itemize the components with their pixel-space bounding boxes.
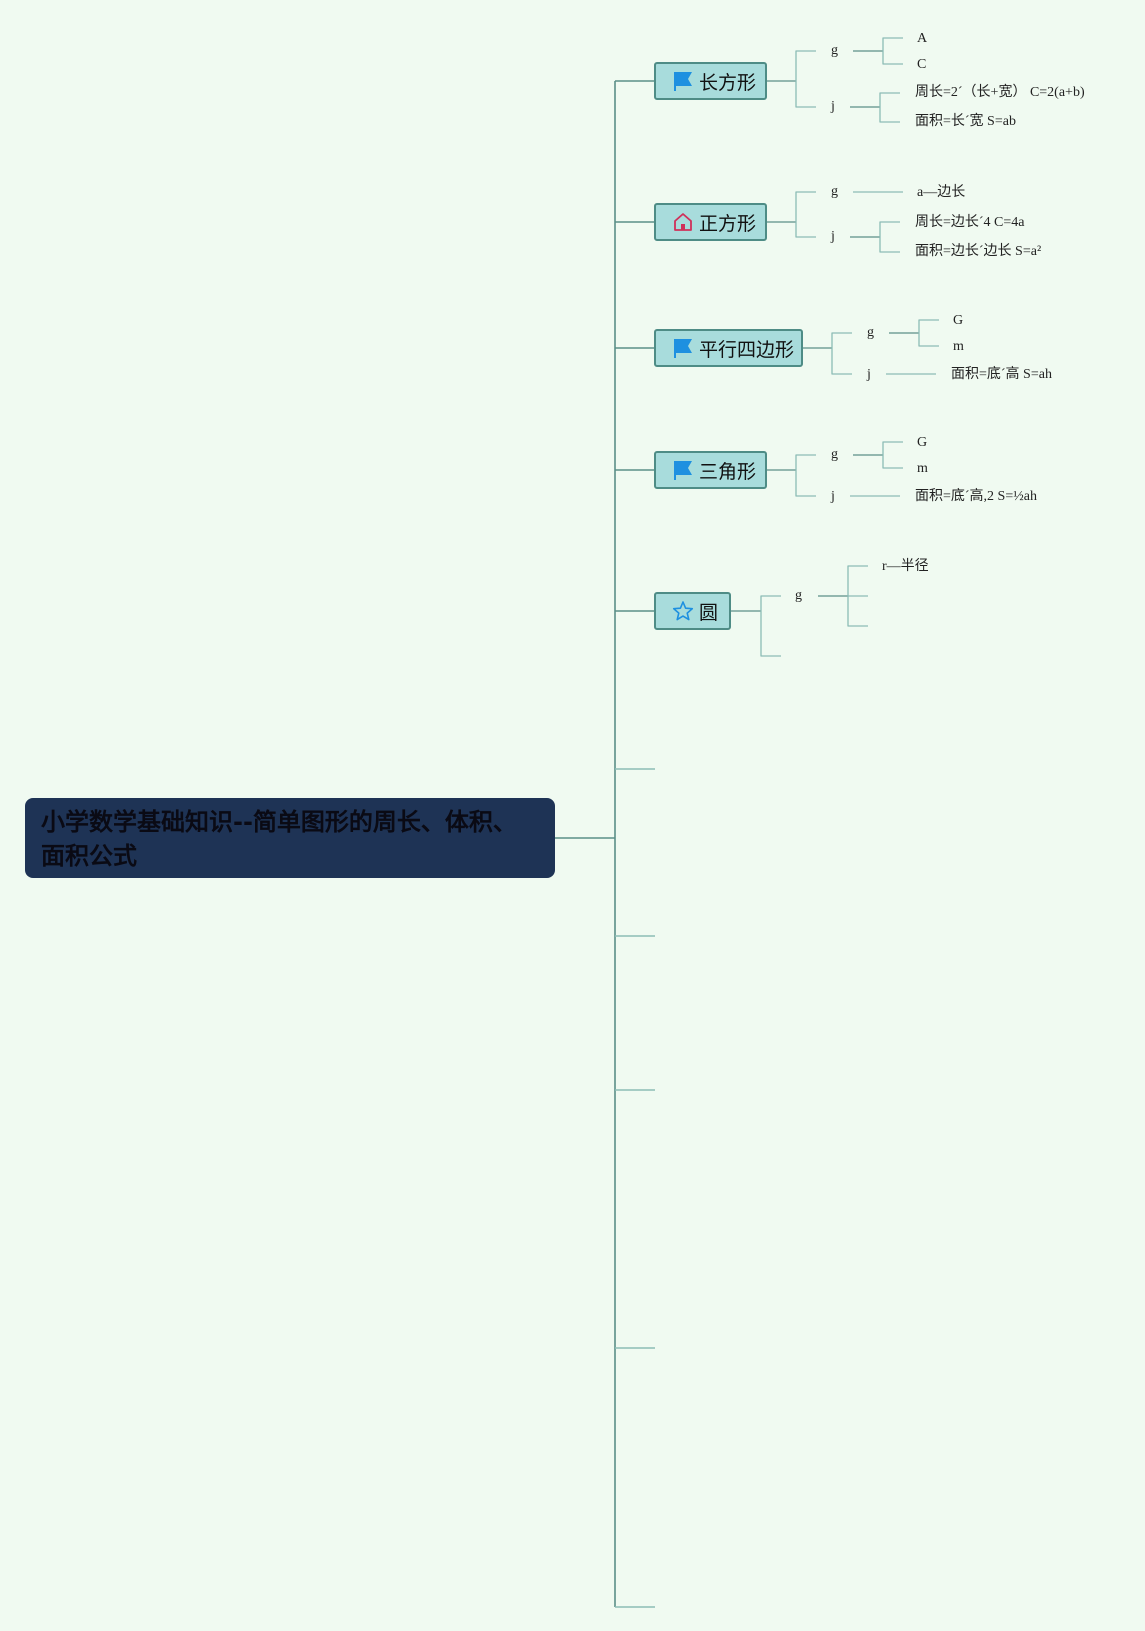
- root-title: 小学数学基础知识--简单图形的周长、体积、面积公式: [41, 808, 517, 870]
- root-topic[interactable]: 小学数学基础知识--简单图形的周长、体积、面积公式: [25, 798, 555, 878]
- branch-label: g: [831, 184, 838, 199]
- branch-label: g: [831, 43, 838, 58]
- branch-label: j: [831, 489, 835, 504]
- flag-icon: [672, 337, 694, 359]
- flag-icon: [672, 70, 694, 92]
- branch-label: j: [867, 367, 871, 382]
- branch-label: g: [795, 588, 802, 603]
- leaf-node: C: [917, 57, 927, 72]
- leaf-node: r—半径: [882, 559, 929, 574]
- leaf-node: G: [917, 435, 928, 450]
- leaf-node: m: [953, 339, 964, 354]
- topic-label: 圆: [699, 601, 719, 624]
- star-icon: [672, 600, 694, 622]
- home-icon: [672, 211, 694, 233]
- leaf-node: G: [953, 313, 964, 328]
- branch-label: g: [831, 447, 838, 462]
- leaf-node: m: [917, 461, 928, 476]
- topic-label: 长方形: [699, 71, 757, 94]
- leaf-node: a—边长: [917, 185, 966, 200]
- branch-label: j: [831, 99, 835, 114]
- leaf-node: 周长=2´（长+宽） C=2(a+b): [915, 85, 1085, 100]
- topic-label: 正方形: [699, 212, 757, 235]
- branch-label: j: [831, 229, 835, 244]
- topic-rectangle[interactable]: 长方形: [654, 62, 767, 100]
- topic-label: 三角形: [699, 460, 757, 483]
- topic-circle[interactable]: 圆: [654, 592, 731, 630]
- leaf-node: 面积=边长´边长 S=a²: [915, 244, 1042, 259]
- branch-label: g: [867, 325, 874, 340]
- topic-square[interactable]: 正方形: [654, 203, 767, 241]
- topic-label: 平行四边形: [699, 338, 795, 361]
- leaf-node: 面积=长´宽 S=ab: [915, 114, 1016, 129]
- leaf-node: 面积=底´高,2 S=½ah: [915, 489, 1037, 504]
- leaf-node: 周长=边长´4 C=4a: [915, 215, 1025, 230]
- flag-icon: [672, 459, 694, 481]
- topic-triangle[interactable]: 三角形: [654, 451, 767, 489]
- leaf-node: 面积=底´高 S=ah: [951, 367, 1052, 382]
- topic-parallelogram[interactable]: 平行四边形: [654, 329, 803, 367]
- leaf-node: A: [917, 31, 928, 46]
